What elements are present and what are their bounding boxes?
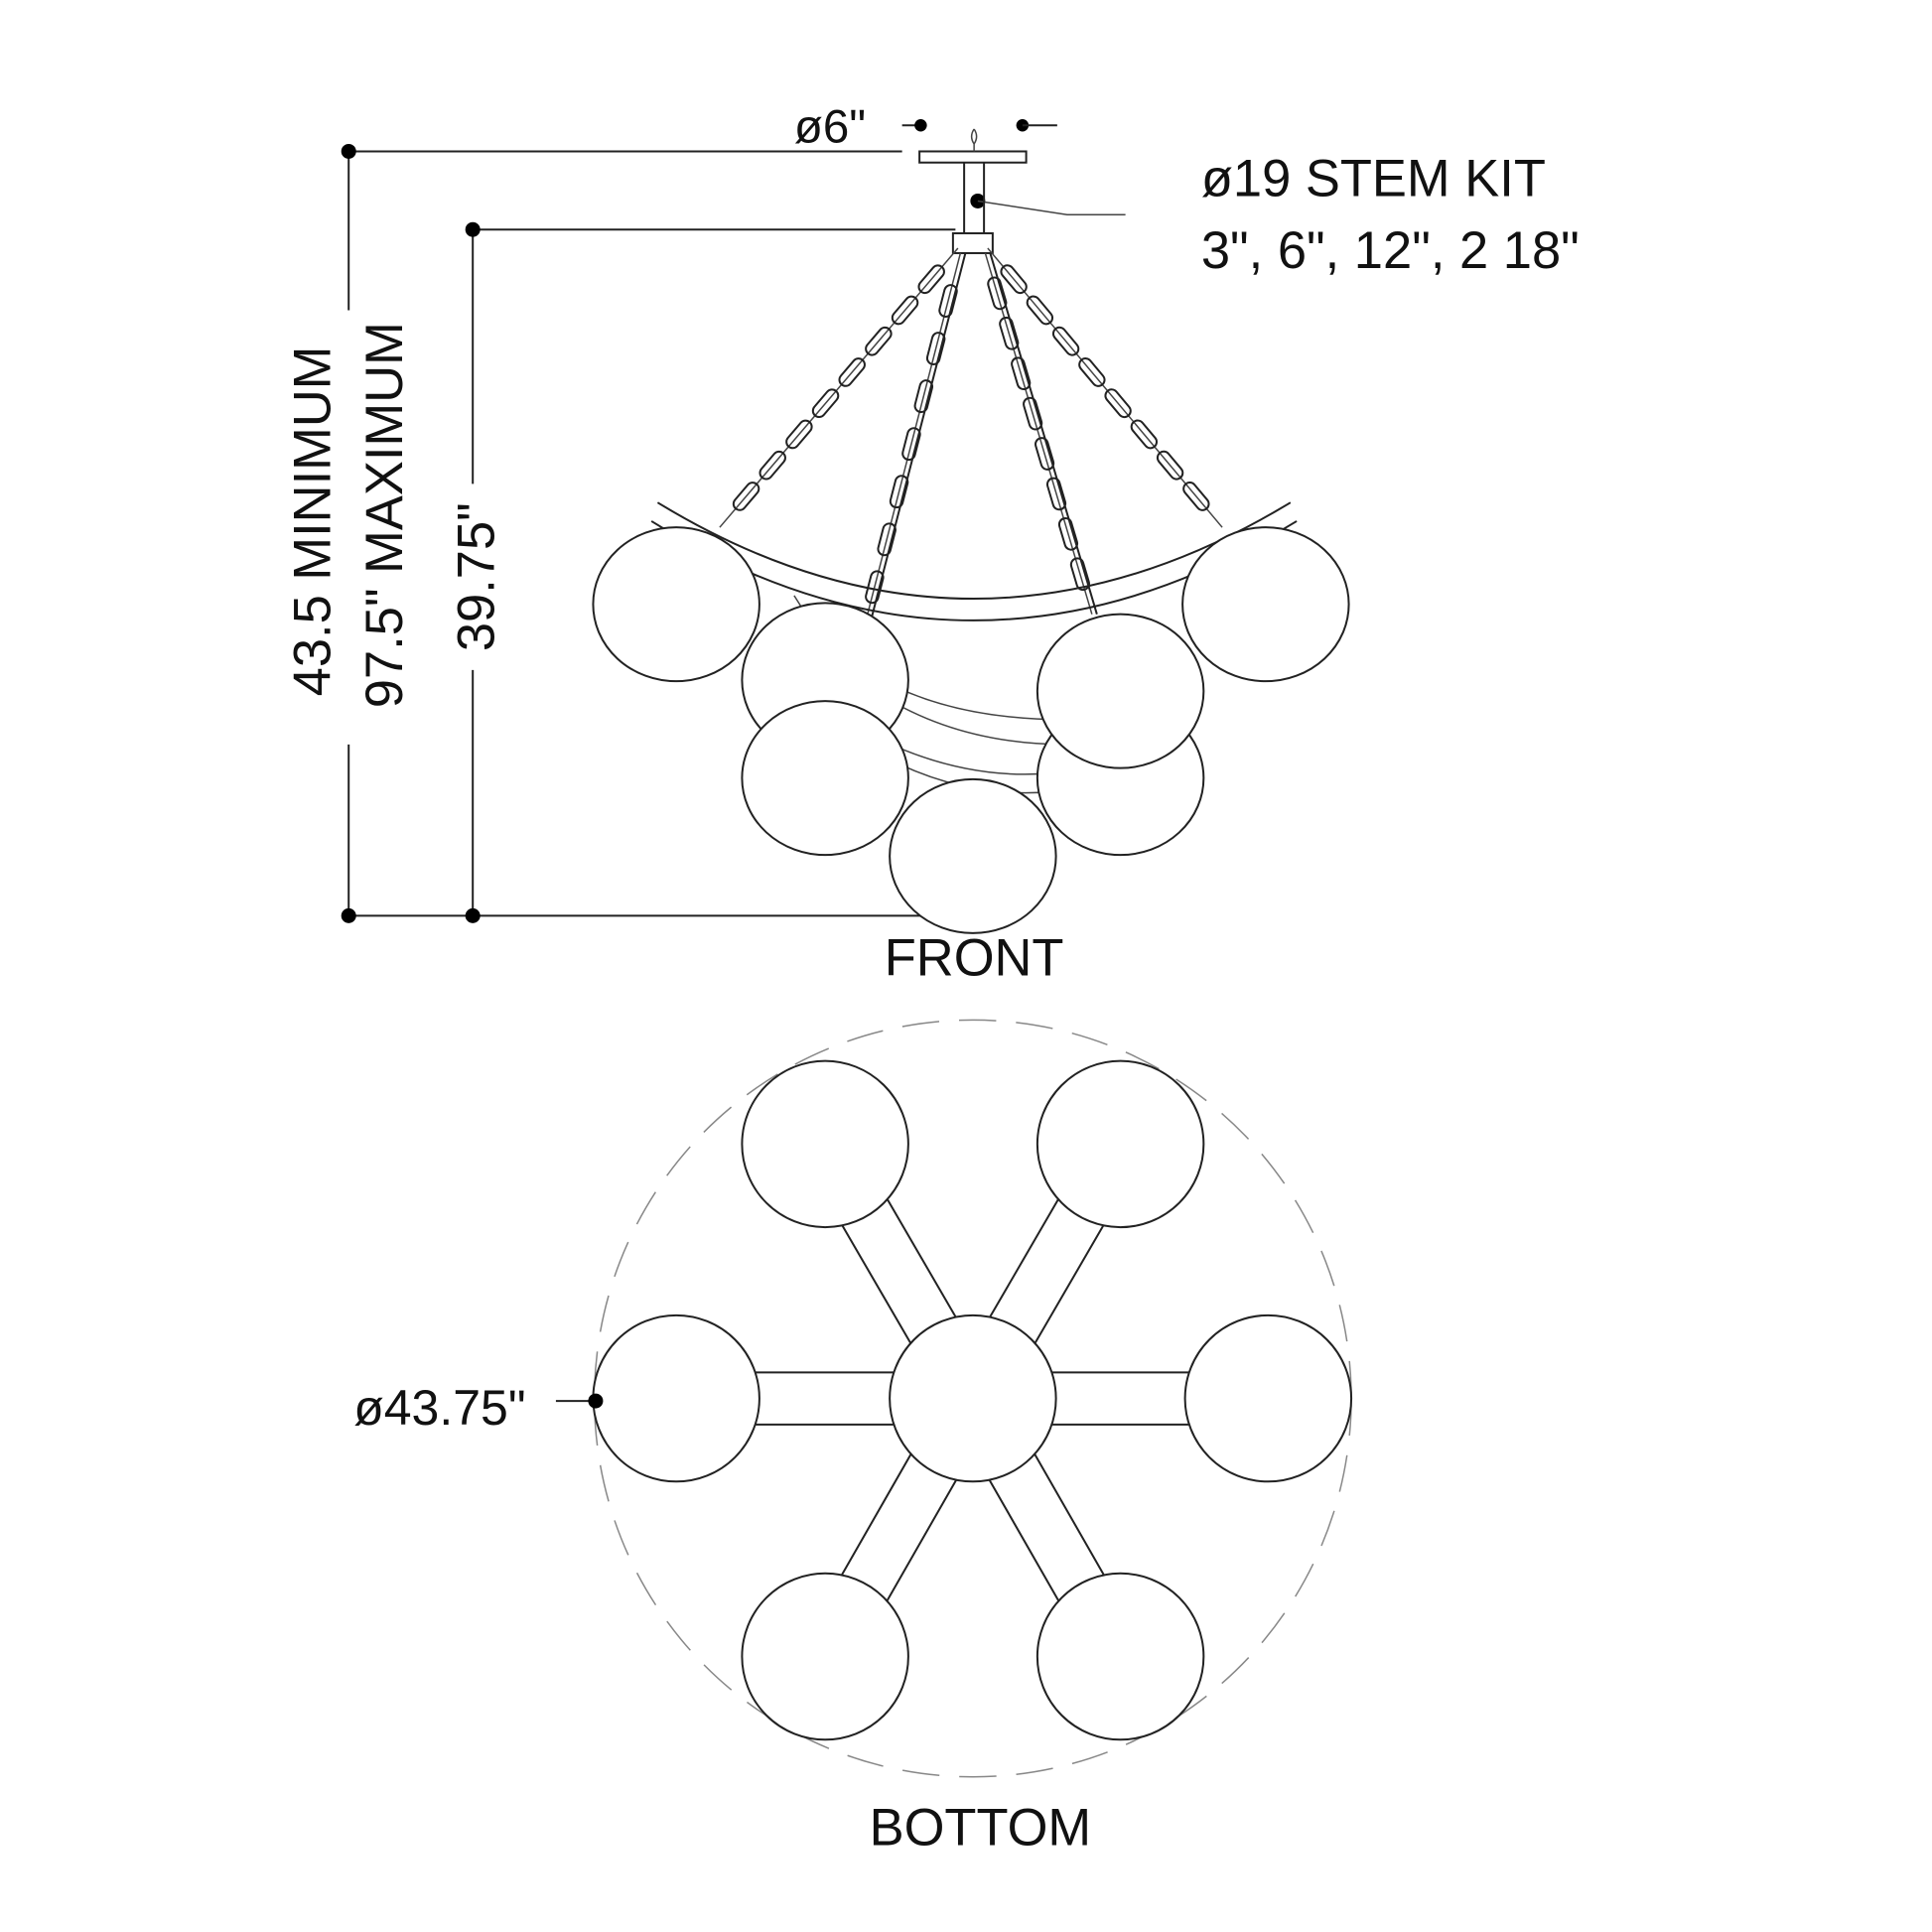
arm (884, 1475, 960, 1605)
bottom-diameter-label: ø43.75" (353, 1380, 525, 1436)
canopy-diameter-label: ø6" (794, 101, 866, 154)
chain-link (925, 332, 946, 365)
globe (592, 1313, 760, 1483)
chain-link (865, 326, 893, 356)
fixture-height-label: 39.75" (447, 502, 505, 651)
chain (989, 252, 1098, 615)
chain-link (901, 427, 921, 462)
bottom-view-fixture: ø43.75" BOTTOM (353, 1019, 1353, 1858)
bottom-view-label: BOTTOM (870, 1799, 1092, 1858)
arm (986, 1475, 1062, 1605)
chain-link (811, 388, 840, 419)
chain-link (732, 482, 760, 511)
globe (1035, 1059, 1205, 1229)
chain-link (1078, 357, 1106, 387)
chain (849, 252, 962, 683)
arm (1032, 1220, 1107, 1348)
overall-max-label: 97.5" MAXIMUM (355, 322, 414, 708)
chain-link (987, 276, 1008, 311)
chain-link (1011, 356, 1032, 391)
globe (889, 1313, 1057, 1483)
globe (741, 1572, 909, 1741)
front-view-fixture: FRONT (592, 128, 1350, 987)
chain-link (938, 284, 958, 318)
arm (1032, 1449, 1108, 1580)
globe (741, 1059, 909, 1229)
chain-link (1000, 264, 1028, 295)
chain-link (865, 570, 885, 605)
chain-link (1057, 517, 1079, 551)
globe (741, 700, 909, 857)
front-dimensions: ø6" 43.5 MINIMUM 97.5" MAXIMUM 39.75" ø1… (283, 101, 1580, 923)
globe (592, 526, 760, 683)
chain-link (891, 295, 919, 326)
chain-link (889, 475, 909, 509)
chain-link (1130, 419, 1159, 450)
globe (1183, 1313, 1353, 1483)
arm (839, 1220, 914, 1348)
chain (719, 247, 959, 528)
chain-link (1104, 388, 1132, 419)
overall-min-label: 43.5 MINIMUM (283, 345, 342, 696)
chain-link (1045, 477, 1067, 511)
stem-kit-lengths: 3", 6", 12", 2 18" (1201, 221, 1580, 280)
chain-link (1069, 557, 1090, 592)
chain-link (785, 419, 813, 450)
chain-link (913, 379, 934, 414)
chain-link (877, 522, 897, 557)
globe (889, 777, 1057, 934)
chain-link (1023, 396, 1043, 431)
globe (1181, 526, 1350, 683)
chain-link (999, 316, 1020, 350)
arm (838, 1449, 914, 1580)
chain-link (1026, 295, 1054, 326)
chain (984, 252, 1093, 615)
chain-link (917, 264, 945, 295)
arm (884, 1194, 959, 1322)
globe (1035, 1572, 1205, 1741)
stem-kit-label: ø19 STEM KIT (1201, 149, 1546, 207)
arm (986, 1194, 1062, 1322)
globe (1035, 613, 1205, 769)
chain-link (1051, 326, 1080, 356)
chain-link (759, 450, 786, 481)
chain (987, 247, 1223, 528)
chain-link (1182, 482, 1210, 511)
chain-link (838, 357, 866, 387)
chain-link (1035, 437, 1055, 471)
chain-link (1156, 450, 1184, 481)
front-view-label: FRONT (885, 928, 1064, 987)
